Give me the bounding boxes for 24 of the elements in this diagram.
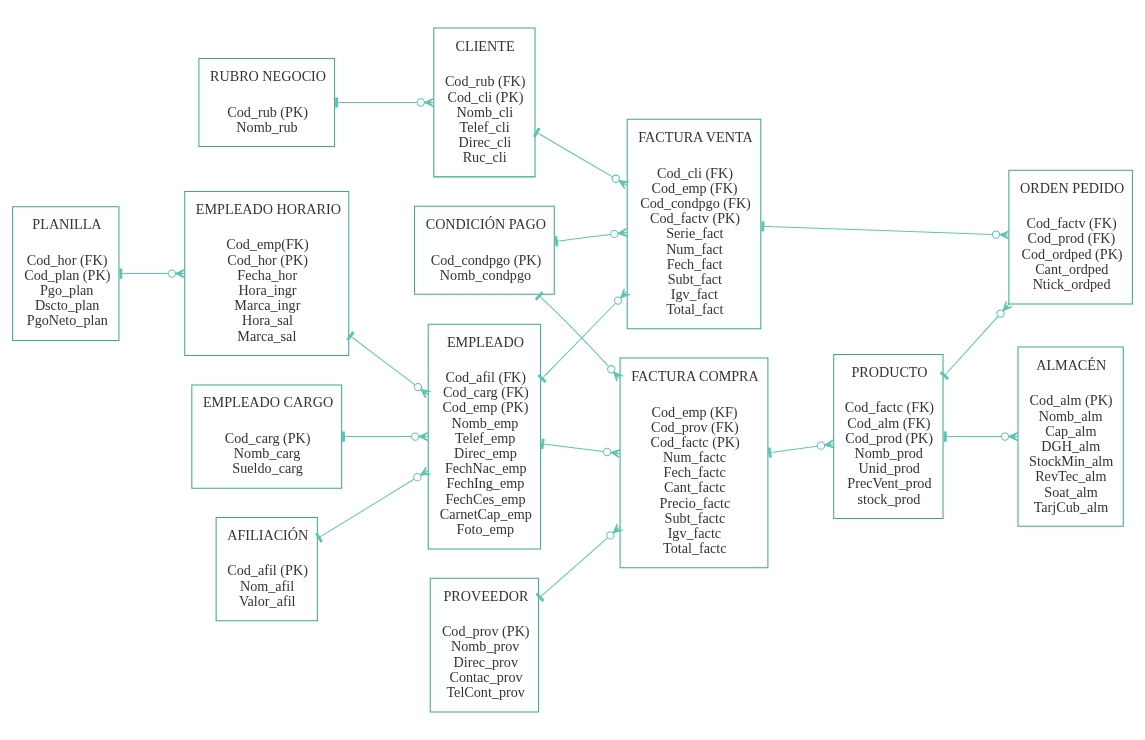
connector (942, 431, 1019, 442)
node-box: ALMACÉN Cod_alm (PK) Nomb_alm Cap_alm DGH_alm StockMin_alm RevTec_alm Soat_alm TarjCub_alm (1017, 346, 1124, 527)
node-box: PLANILLA Cod_hor (FK) Cod_plan (PK) Pgo_plan Dscto_plan PgoNeto_plan (12, 206, 120, 341)
connector (767, 439, 835, 458)
node-box: AFILIACIÓN Cod_afil (PK) Nom_afil Valor_afil (215, 517, 318, 622)
connector (315, 466, 431, 543)
node-box: CLIENTE Cod_rub (FK) Cod_cli (PK) Nomb_cli Telef_cli Direc_cli Ruc_cli (433, 27, 536, 178)
connector (532, 127, 630, 190)
node-box: ORDEN PEDIDO Cod_factv (FK) Cod_prod (FK) Cod_ordped (PK) Cant_ordped Ntick_ordped (1008, 169, 1133, 305)
connector (118, 268, 186, 279)
node-box: PRODUCTO Cod_factc (FK) Cod_alm (FK) Cod_prod (PK) Nomb_prod Unid_prod PrecVent_prod stock_prod (833, 354, 944, 520)
node-box: FACTURA VENTA Cod_cli (FK) Cod_emp (FK) Cod_condpgo (FK) Cod_factv (PK) Serie_fact Num_fact Fech_fact Subt_fact Igv_fact Total_fact (626, 118, 762, 330)
connector (760, 221, 1010, 240)
node-box: EMPLEADO HORARIO Cod_emp(FK) Cod_hor (PK) Fecha_hor Hora_ingr Marca_ingr Hora_sal Marca_sal (184, 191, 350, 357)
connector (346, 331, 432, 399)
connector (535, 523, 624, 602)
node-box: PROVEEDOR Cod_prov (PK) Nomb_prov Direc_prov Contac_prov TelCont_prov (429, 577, 540, 713)
node-box: RUBRO NEGOCIO Cod_rub (PK) Nomb_rub (198, 57, 336, 147)
node-box: CONDICIÓN PAGO Cod_condpgo (PK) Nomb_condpgo (414, 205, 555, 295)
connector (939, 300, 1013, 381)
node-box: EMPLEADO Cod_afil (FK) Cod_carg (FK) Cod_emp (PK) Nomb_emp Telef_emp Direc_emp FechNac_emp FechIng_emp FechCes_emp CarnetCap_emp Foto_emp (427, 323, 542, 550)
node-box: FACTURA COMPRA Cod_emp (KF) Cod_prov (FK) Cod_factc (PK) Num_factc Fech_factc Cant_factc Precio_factc Subt_factc Igv_factc Total_factc (619, 357, 769, 569)
connector (540, 438, 621, 459)
connector (554, 227, 628, 247)
